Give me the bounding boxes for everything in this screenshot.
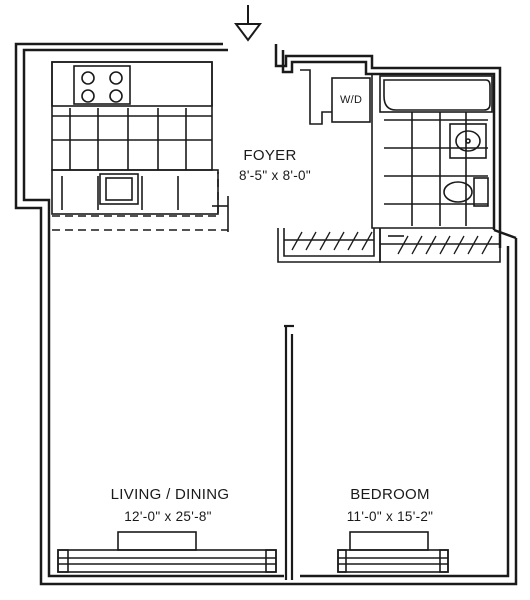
bathroom-sink-icon (449, 123, 487, 159)
washer-dryer-closet (300, 69, 371, 125)
sink-icon (99, 173, 139, 205)
living-dining-dimensions: 12'-0" x 25'-8" (124, 509, 212, 524)
partition-wall (284, 324, 294, 580)
washer-dryer-label: W/D (340, 94, 363, 106)
outer-walls (14, 42, 518, 586)
stove-icon (73, 65, 131, 105)
bedroom-label: BEDROOM (350, 486, 430, 503)
bathtub-icon (383, 79, 491, 111)
closets (277, 228, 501, 263)
entry-arrow-icon (234, 5, 262, 42)
bedroom-window (337, 531, 449, 573)
foyer-dimensions: 8'-5" x 8'-0" (239, 168, 311, 183)
living-dining-label: LIVING / DINING (110, 486, 230, 503)
bathroom (371, 74, 494, 229)
foyer-label: FOYER (243, 147, 297, 164)
bedroom-dimensions: 11'-0" x 15'-2" (346, 509, 434, 524)
toilet-icon (443, 177, 489, 207)
closet-hatching (291, 231, 493, 255)
kitchen (51, 61, 229, 232)
living-window (57, 531, 277, 573)
